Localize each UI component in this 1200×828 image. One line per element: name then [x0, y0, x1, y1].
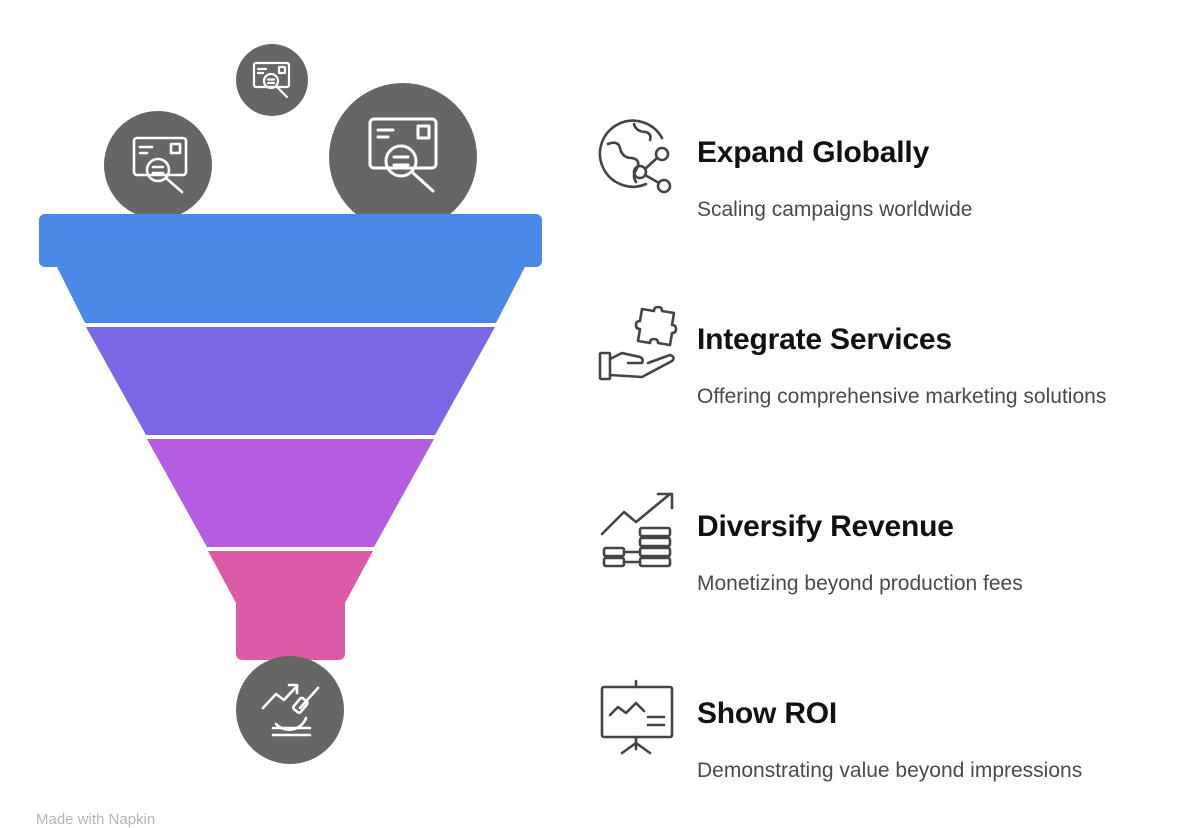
bottom-bubble — [236, 656, 344, 764]
microscope-growth-icon — [261, 683, 320, 737]
funnel-stage-2 — [86, 327, 495, 435]
growth-coins-icon — [600, 492, 674, 568]
funnel-stage-1 — [39, 214, 542, 323]
item-description: Monetizing beyond production fees — [697, 572, 1023, 595]
hand-puzzle-icon — [598, 305, 678, 381]
item-title: Show ROI — [697, 697, 838, 730]
item-show-roi: Show ROI Demonstrating value beyond impr… — [596, 679, 1196, 819]
presentation-board-icon — [600, 679, 674, 755]
item-description: Scaling campaigns worldwide — [697, 198, 973, 221]
item-expand-globally: Expand Globally Scaling campaigns worldw… — [596, 118, 1196, 258]
globe-share-icon — [598, 119, 672, 194]
item-title: Integrate Services — [697, 323, 952, 356]
footer-credit: Made with Napkin — [36, 811, 156, 828]
top-bubble-left — [104, 111, 212, 219]
item-description: Offering comprehensive marketing solutio… — [697, 385, 1107, 408]
top-bubble-small — [236, 44, 308, 116]
item-diversify-revenue: Diversify Revenue Monetizing beyond prod… — [596, 492, 1196, 632]
item-integrate-services: Integrate Services Offering comprehensiv… — [596, 305, 1196, 445]
item-title: Diversify Revenue — [697, 510, 954, 543]
item-title: Expand Globally — [697, 136, 930, 169]
top-bubble-large — [329, 83, 477, 231]
search-document-icon — [252, 61, 291, 99]
search-document-icon — [132, 136, 188, 194]
funnel-stage-4 — [208, 551, 373, 660]
item-description: Demonstrating value beyond impressions — [697, 759, 1083, 782]
search-document-icon — [368, 117, 438, 193]
funnel-stage-3 — [147, 439, 434, 547]
funnel-diagram — [39, 44, 542, 764]
